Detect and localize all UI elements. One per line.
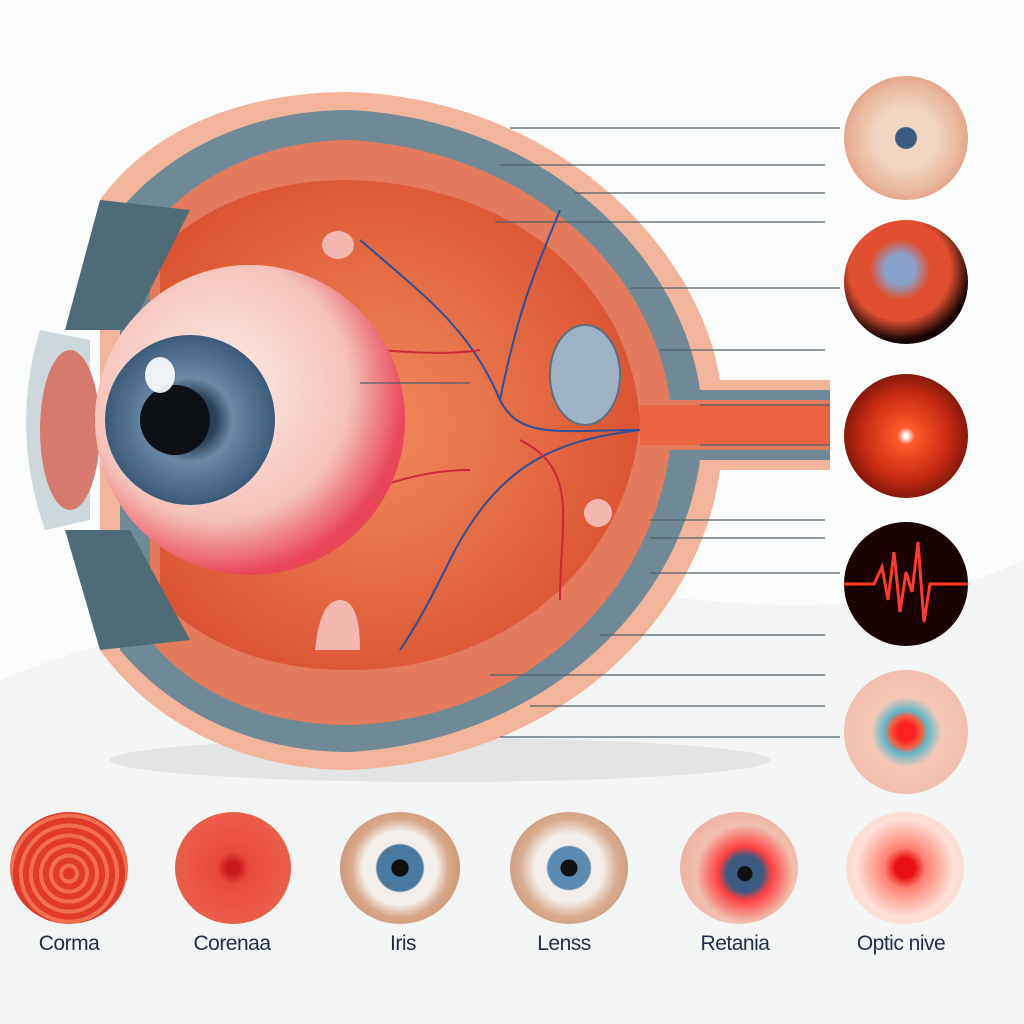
thumbnail-cornea xyxy=(10,812,128,924)
thumbnail-corenaa xyxy=(175,812,291,924)
nodule xyxy=(315,600,360,650)
nodule xyxy=(584,499,612,527)
optic-nerve xyxy=(640,405,830,445)
eyelid-upper xyxy=(65,200,190,330)
label-optic-nive: Optic nive xyxy=(856,932,946,955)
label-corma: Corma xyxy=(38,932,100,955)
lens xyxy=(549,324,621,426)
label-corenaa: Corenaa xyxy=(193,932,271,955)
thumbnail-eye-red-corner xyxy=(844,76,968,200)
nodule xyxy=(322,231,354,259)
thumbnail-lens xyxy=(510,812,628,924)
waveform-icon xyxy=(844,541,968,623)
leader-lines xyxy=(360,127,840,738)
thumbnail-retina xyxy=(680,812,798,924)
pupil-highlight xyxy=(145,357,175,393)
eyelid-lower xyxy=(65,530,190,650)
pupil xyxy=(140,385,210,455)
label-iris: Iris xyxy=(390,932,417,955)
thumbnail-brain-head xyxy=(844,220,968,344)
label-lenss: Lenss xyxy=(537,932,591,955)
label-retania: Retania xyxy=(700,932,770,955)
thumbnail-optic-nerve xyxy=(846,812,964,924)
thumbnail-waveform xyxy=(844,522,968,646)
thumbnail-iris xyxy=(340,812,460,924)
eyelid-inner xyxy=(40,350,100,510)
thumbnail-retina-spot xyxy=(844,670,968,794)
thumbnail-red-glow xyxy=(844,374,968,498)
